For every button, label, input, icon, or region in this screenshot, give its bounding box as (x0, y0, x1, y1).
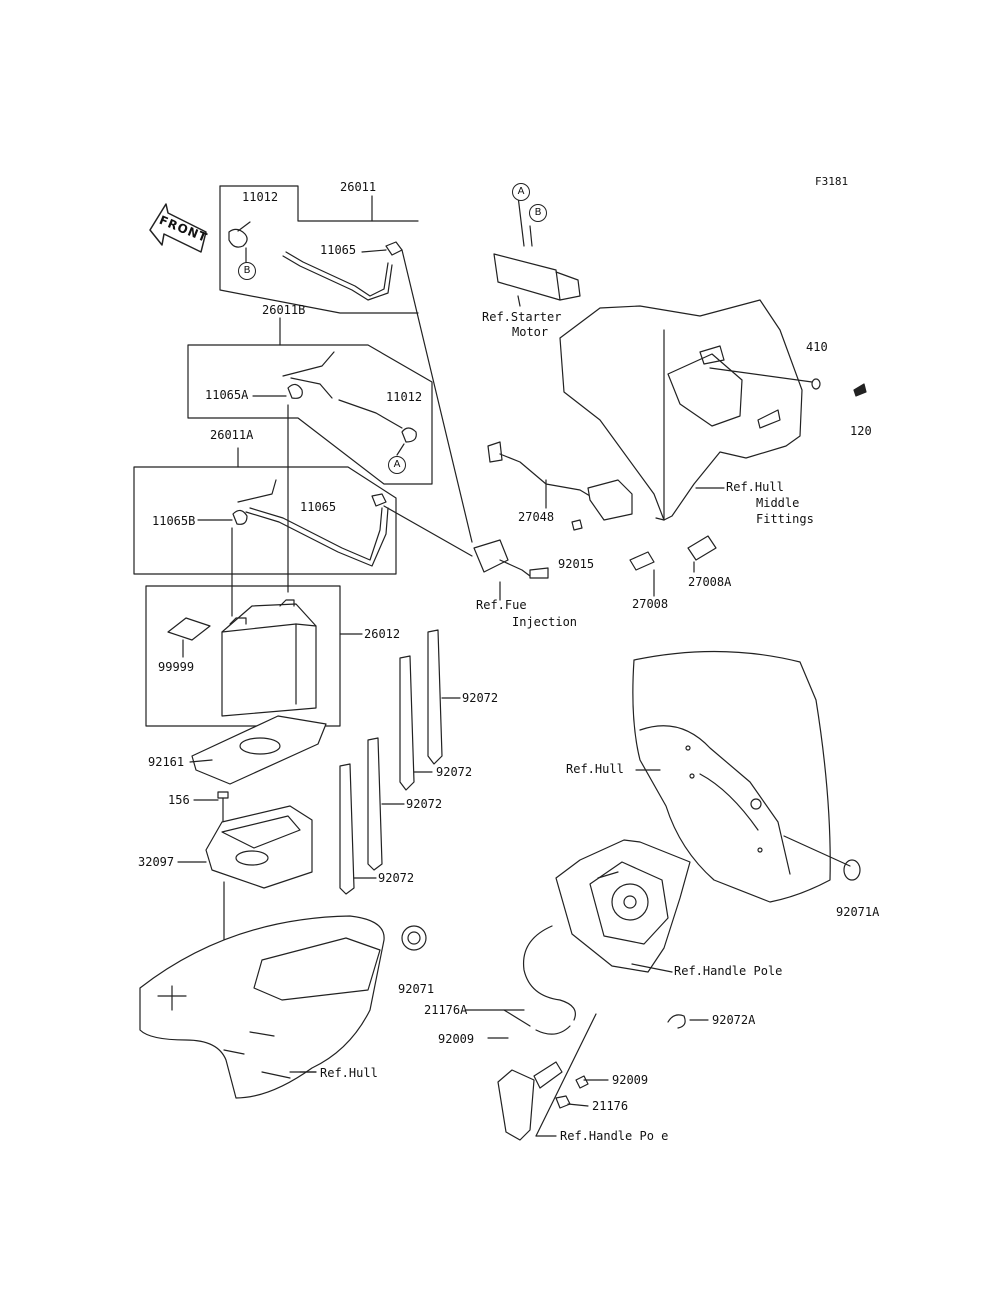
part-label-92072-b: 92072 (436, 765, 473, 779)
part-label-92071A: 92071A (836, 905, 880, 919)
part-label-26011A: 26011A (210, 428, 254, 442)
ref-hull-middle-line1: Ref.Hull (726, 480, 784, 494)
part-label-21176: 21176 (592, 1099, 629, 1113)
part-label-27008A: 27008A (688, 575, 732, 589)
part-label-27008: 27008 (632, 597, 669, 611)
ref-fuel-injection-line1: Ref.Fue (476, 598, 527, 612)
part-label-92072A: 92072A (712, 1013, 756, 1027)
part-label-156: 156 (168, 793, 190, 807)
ref-hull-bottom: Ref.Hull (320, 1066, 378, 1080)
part-label-410: 410 (806, 340, 828, 354)
ref-hull-middle-line2: Middle (756, 496, 800, 510)
part-label-26011B: 26011B (262, 303, 306, 317)
part-label-92009-b: 92009 (612, 1073, 649, 1087)
callout-a-mid: A (388, 456, 406, 474)
ref-fuel-injection-line2: Injection (512, 615, 578, 629)
part-label-21176A: 21176A (424, 1003, 468, 1017)
part-label-92015: 92015 (558, 557, 595, 571)
ref-hull-right: Ref.Hull (566, 762, 624, 776)
part-label-120: 120 (850, 424, 872, 438)
callout-b-top: B (529, 204, 547, 222)
ref-hull-middle-line3: Fittings (756, 512, 814, 526)
part-label-26012: 26012 (364, 627, 401, 641)
diagram-code: F3181 (815, 175, 849, 188)
part-label-11065A: 11065A (205, 388, 249, 402)
part-label-26011: 26011 (340, 180, 377, 194)
front-arrow-icon (149, 203, 207, 253)
part-label-92072-d: 92072 (378, 871, 415, 885)
part-label-99999: 99999 (158, 660, 195, 674)
part-label-27048: 27048 (518, 510, 555, 524)
part-label-92009-a: 92009 (438, 1032, 475, 1046)
part-label-32097: 32097 (138, 855, 175, 869)
ref-starter-motor-line1: Ref.Starter (482, 310, 562, 324)
part-label-92161: 92161 (148, 755, 185, 769)
part-label-11065-mid: 11065 (300, 500, 337, 514)
callout-a-top: A (512, 183, 530, 201)
part-label-92071: 92071 (398, 982, 435, 996)
part-label-92072-c: 92072 (406, 797, 443, 811)
callout-b-left: B (238, 262, 256, 280)
part-label-11012-mid: 11012 (386, 390, 423, 404)
part-label-92072-a: 92072 (462, 691, 499, 705)
ref-handle-pole-plate: Ref.Handle Pole (674, 964, 783, 978)
part-label-11012-top: 11012 (242, 190, 279, 204)
part-label-11065-top: 11065 (320, 243, 357, 257)
ref-starter-motor-line2: Motor (512, 325, 549, 339)
ref-handle-pole-bottom: Ref.Handle Po e (560, 1129, 669, 1143)
part-label-11065B: 11065B (152, 514, 196, 528)
